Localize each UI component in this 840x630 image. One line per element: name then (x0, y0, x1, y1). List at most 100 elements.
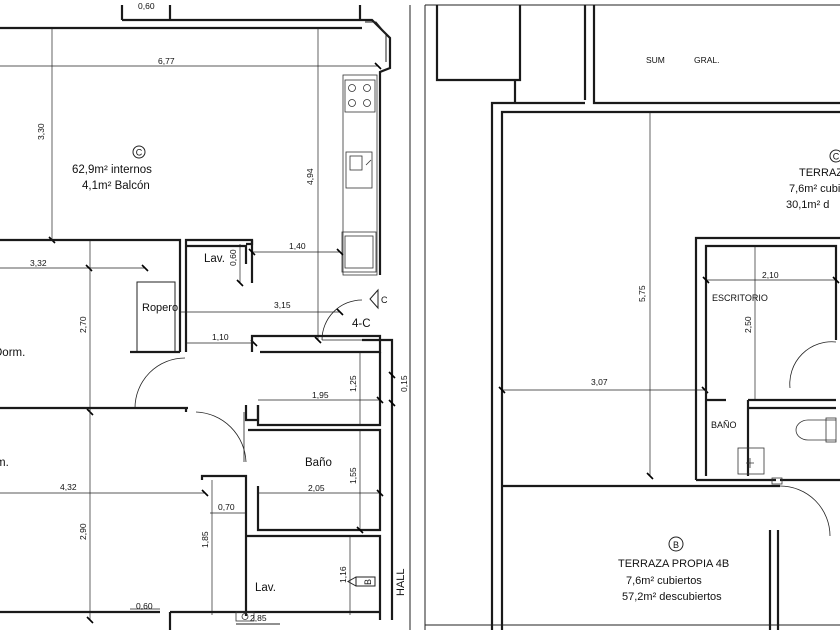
dim-tick (498, 386, 506, 394)
dim-lav-width: 1,40 (289, 241, 306, 251)
dim-tick (388, 371, 396, 379)
dim-tick (201, 489, 209, 497)
unit-c-circle (132, 145, 146, 159)
entry-door-swing (321, 299, 363, 341)
lav-wall-corner (246, 240, 254, 246)
left-plan: 0,60 6,77 3,30 4,94 (0, 1, 411, 630)
room-office: ESCRITORIO (712, 293, 768, 303)
office-outer-wall (694, 236, 840, 480)
dim-tick (236, 279, 244, 287)
dim-tick (646, 472, 654, 480)
dim-office-w: 2,10 (762, 270, 779, 280)
dim-tick (85, 264, 93, 272)
dim-tick (336, 248, 344, 256)
dim-bed1-width: 3,32 (30, 258, 47, 268)
dim-tick (141, 264, 149, 272)
room-bedroom-2: m. (0, 457, 9, 469)
corridor-right-wall (362, 338, 394, 620)
sink-icon (345, 151, 373, 189)
fridge-icon (341, 231, 377, 273)
room-lav-top: Lav. (204, 253, 225, 265)
dim-niche-h: 1,85 (200, 531, 210, 548)
upper-bath-stub (244, 405, 260, 422)
dim-bottom-stub: 0,60 (136, 601, 153, 611)
dim-bath-upper-h: 1,25 (348, 375, 358, 392)
niche-walls (200, 474, 248, 616)
dim-tick (374, 62, 382, 70)
dim-tick (388, 399, 396, 407)
office-door-swing (789, 341, 837, 389)
dim-tick (832, 276, 840, 284)
room-lav-bottom: Lav. (255, 582, 276, 594)
gral-label: GRAL. (694, 55, 720, 65)
toilet-icon (795, 417, 837, 443)
dim-corridor: 3,15 (274, 300, 291, 310)
terrace-c-inner-wall (500, 110, 840, 630)
terrace-c-outer-wall (490, 80, 585, 630)
area-balcony: 4,1m² Balcón (82, 180, 150, 192)
terrace-b-covered: 7,6m² cubiertos (626, 575, 702, 587)
marker-b-arrow (346, 576, 357, 587)
drain-right (771, 477, 783, 485)
room-bathroom: Baño (305, 457, 332, 469)
upper-bath-top-wall (250, 334, 382, 354)
terrace-b-circle (668, 536, 684, 552)
closet-outline (136, 281, 176, 353)
hall-label: HALL (395, 568, 407, 596)
top-wall (120, 5, 362, 22)
drain-fixture (235, 611, 255, 622)
terrace-b-uncovered: 57,2m² descubiertos (622, 591, 722, 603)
right-exterior-wall (360, 18, 392, 275)
dim-lav-height: 0,60 (228, 249, 238, 266)
dim-bottom-w: 2,85 (250, 613, 267, 623)
bath-walls (248, 428, 382, 532)
unit-id-label: 4-C (352, 318, 371, 330)
right-plan: SUM GRAL. 5,75 3,07 C TERRAZA 7,6m² cubi… (424, 4, 840, 630)
dim-tick (702, 276, 710, 284)
bedroom1-door-swing (134, 357, 186, 409)
marker-b-box (355, 576, 376, 587)
unit-c-label: C (136, 148, 143, 158)
marker-c-label: C (381, 295, 388, 305)
right-exterior-inner (365, 21, 387, 62)
dim-tick (376, 396, 384, 404)
dim-bed2-width: 4,32 (60, 482, 77, 492)
dim-height-kitchen: 4,94 (305, 168, 315, 185)
sum-room-wall (592, 5, 840, 105)
dim-tick (356, 526, 364, 534)
dim-bath-h: 1,55 (348, 467, 358, 484)
dim-wall-015: 0,15 (399, 375, 409, 392)
terrace-b-right-wall (768, 530, 780, 630)
bath-top-walls (706, 398, 836, 476)
shower-icon (737, 447, 765, 475)
dim-tick (376, 489, 384, 497)
dim-tick (248, 248, 256, 256)
lav-bottom-walls (246, 534, 382, 620)
bedroom-top-wall (0, 238, 254, 352)
dim-bath-upper-w: 1,95 (312, 390, 329, 400)
dim-tick (314, 336, 322, 344)
bath-door-swing (195, 411, 247, 463)
dim-bed2-height: 2,90 (78, 523, 88, 540)
terrace-b-title: TERRAZA PROPIA 4B (618, 558, 729, 570)
area-internal: 62,9m² internos (72, 164, 152, 176)
terrace-b-marker: B (673, 540, 679, 550)
drain-icon (241, 613, 249, 620)
dim-tick (86, 616, 94, 624)
dim-height-living: 3,30 (36, 123, 46, 140)
bottom-wall (0, 610, 380, 630)
stove-icon (344, 79, 376, 113)
terrace-c-marker: C (833, 152, 840, 162)
terrace-b-door-swing (779, 485, 831, 537)
dim-right-height: 5,75 (637, 285, 647, 302)
sum-label: SUM (646, 55, 665, 65)
dim-tick (336, 308, 344, 316)
terrace-c-uncovered: 30,1m² d (786, 199, 829, 211)
room-closet: Ropero (142, 302, 178, 314)
dim-bed1-height: 2,70 (78, 316, 88, 333)
dim-width-main: 6,77 (158, 56, 175, 66)
dim-lav-bottom-h: 1,16 (338, 566, 348, 583)
dim-right-width: 3,07 (591, 377, 608, 387)
terrace-c-title: TERRAZA (799, 167, 840, 179)
